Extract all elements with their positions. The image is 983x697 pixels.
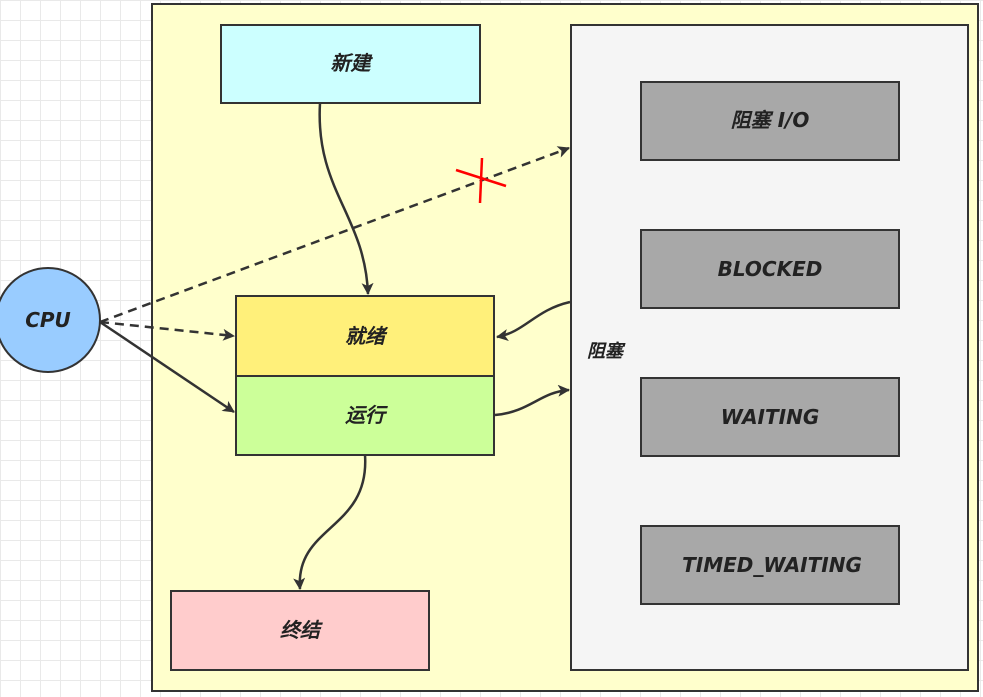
edge-new-to-ready xyxy=(318,102,374,295)
state-ready-label: 就绪 xyxy=(345,324,389,348)
state-running-label: 运行 xyxy=(345,403,388,427)
cpu-node xyxy=(0,267,101,373)
edge-running-to-terminated xyxy=(293,454,367,590)
state-waiting-label: WAITING xyxy=(721,405,820,429)
forbidden-cross-mark xyxy=(455,157,507,204)
cpu-label: CPU xyxy=(25,308,71,332)
state-blocked-box xyxy=(640,229,900,309)
edge-blocked-to-ready xyxy=(496,300,571,341)
state-waiting-box xyxy=(640,377,900,457)
state-timed-waiting-label: TIMED_WAITING xyxy=(682,553,862,577)
state-terminated-box xyxy=(170,590,430,671)
blocked-group-label: 阻塞 xyxy=(587,341,626,362)
state-terminated-label: 终结 xyxy=(280,618,323,642)
edge-running-to-blocked xyxy=(494,384,570,417)
edge-cpu-to-ready-dashed xyxy=(99,320,235,341)
state-new-label: 新建 xyxy=(331,51,374,75)
state-new-box xyxy=(220,24,481,104)
state-blocked-io-box xyxy=(640,81,900,161)
state-timed-waiting-box xyxy=(640,525,900,605)
edge-cpu-to-running xyxy=(99,320,235,414)
state-ready-box xyxy=(235,295,495,377)
state-blocked-io-label: 阻塞 I/O xyxy=(731,108,810,132)
state-blocked-label: BLOCKED xyxy=(718,257,823,281)
edge-cpu-to-blocked-dashed xyxy=(99,146,570,324)
